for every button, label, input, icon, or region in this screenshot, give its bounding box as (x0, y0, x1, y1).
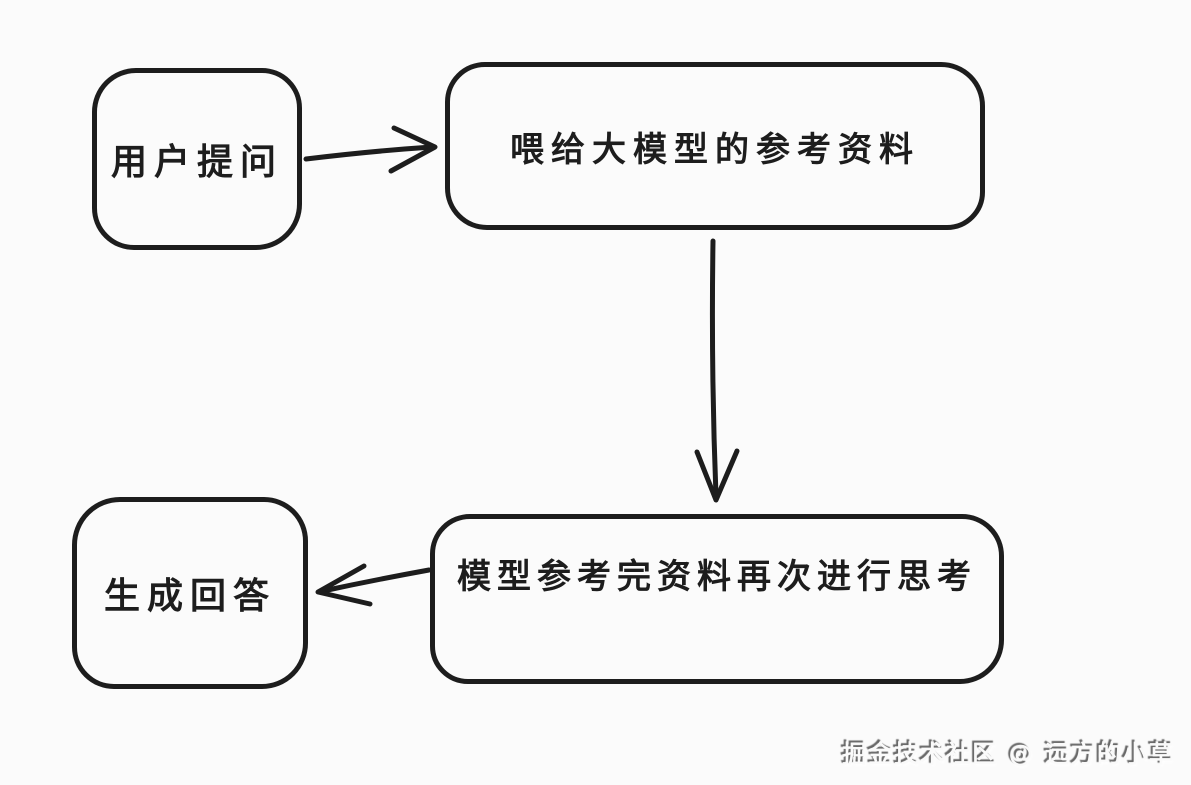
arrow-reference-to-rethink-icon (694, 238, 740, 503)
watermark: 掘金技术社区 @ 远方的小草 (842, 740, 1175, 768)
arrow-rethink-to-answer-icon (315, 563, 432, 607)
node-reference-material: 喂给大模型的参考资料 (445, 62, 985, 230)
node-rethink: 模型参考完资料再次进行思考 (430, 514, 1004, 684)
node-user-question: 用户提问 (92, 68, 302, 250)
node-user-question-label: 用户提问 (110, 142, 283, 183)
arrow-user-to-reference-icon (303, 125, 438, 174)
node-rethink-label: 模型参考完资料再次进行思考 (457, 557, 977, 597)
node-reference-material-label: 喂给大模型的参考资料 (510, 129, 920, 170)
node-generate-answer-label: 生成回答 (103, 576, 276, 617)
node-generate-answer: 生成回答 (72, 497, 308, 689)
